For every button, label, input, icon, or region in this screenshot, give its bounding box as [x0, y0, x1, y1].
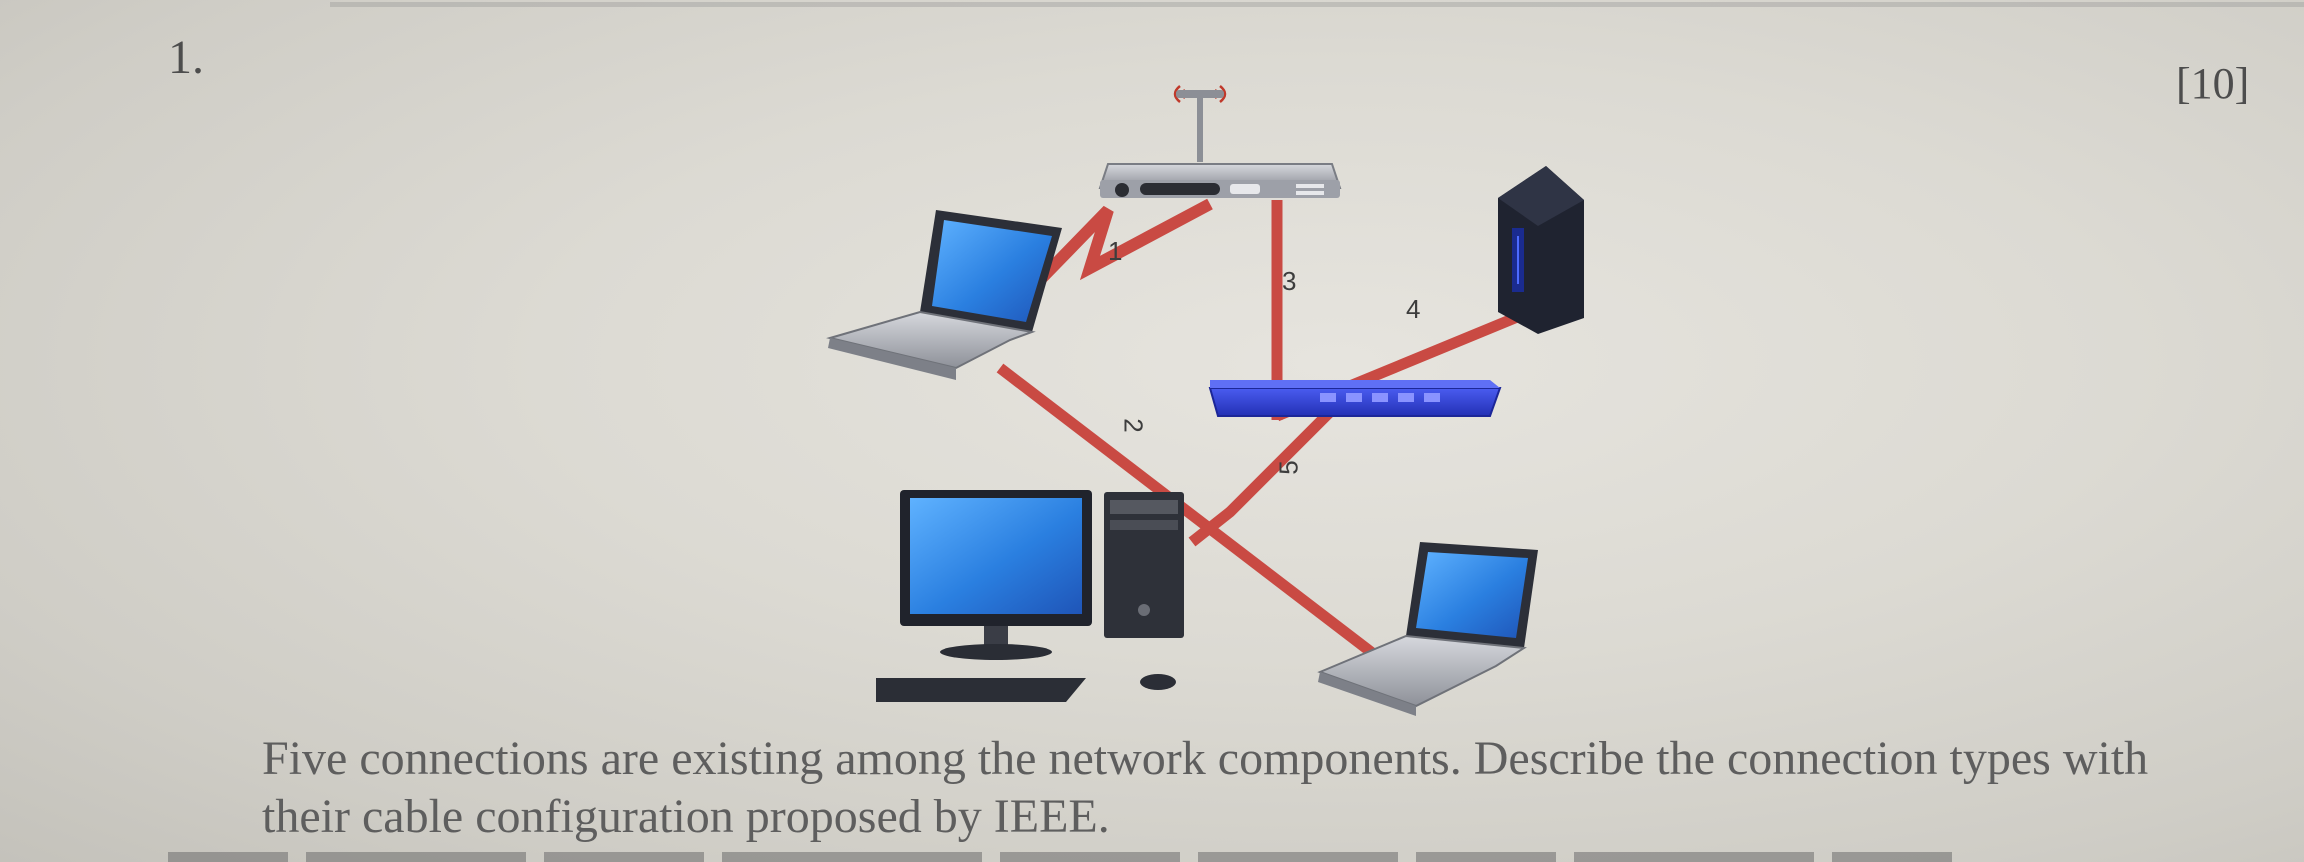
question-text: Five connections are existing among the …: [262, 732, 2149, 843]
connection-2-cable: [996, 363, 1392, 670]
network-diagram: 1 2 3 4 5: [700, 80, 1680, 750]
switch-icon: [1208, 380, 1502, 417]
server-icon: [1498, 166, 1584, 334]
connection-label-5: 5: [1273, 460, 1304, 475]
connection-label-4: 4: [1406, 294, 1421, 324]
router-antenna-top: [1176, 90, 1224, 98]
connection-label-3: 3: [1282, 266, 1297, 296]
laptop-icon-2: [1317, 542, 1538, 716]
router-antenna: [1197, 94, 1203, 162]
connection-label-2: 2: [1118, 418, 1149, 433]
laptop-icon: [826, 210, 1062, 380]
next-question-cut-off: [168, 846, 2268, 862]
question-marks: [10]: [2176, 59, 2250, 108]
router-icon: [1098, 85, 1342, 198]
connection-1-cable: [1035, 198, 1213, 285]
question-number: 1.: [168, 31, 204, 84]
network-diagram-svg: [826, 85, 1584, 716]
connection-5-cable: [1188, 398, 1344, 547]
top-rule: [330, 2, 2304, 7]
connection-label-1: 1: [1108, 236, 1123, 266]
desktop-computer-icon: [876, 490, 1184, 702]
